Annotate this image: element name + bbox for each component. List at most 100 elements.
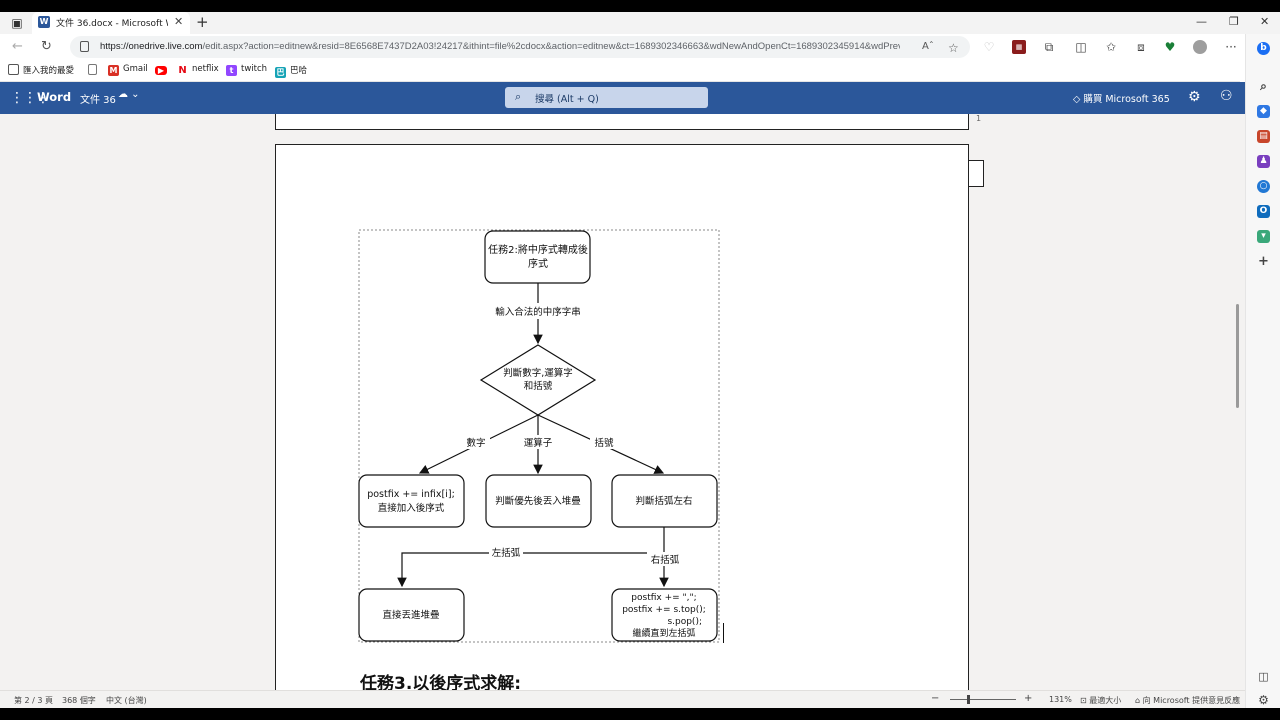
start-node[interactable]	[484, 230, 591, 284]
bookmark-page[interactable]	[88, 64, 101, 76]
flowchart[interactable]: 任務2:將中序式轉成後 序式 輸入合法的中序字串 判斷數字,運算字 和括號 數字…	[358, 229, 726, 649]
fit-icon: ⊡	[1080, 696, 1090, 705]
operator-box[interactable]	[485, 474, 592, 528]
zoom-slider-track[interactable]	[950, 699, 1016, 700]
document-name[interactable]: 文件 36	[80, 95, 116, 106]
games-icon[interactable]: ♟	[1257, 155, 1270, 168]
branch-paren-bg	[590, 435, 618, 449]
fit-button[interactable]: ⊡ 最適大小	[1080, 696, 1122, 705]
youtube-icon: ▶	[155, 66, 167, 75]
paren-box-label: 判斷括弧左右	[635, 495, 692, 507]
pop-box-line-1: postfix += ",";	[631, 593, 696, 603]
bookmark-import-favorites[interactable]: 匯入我的最愛	[8, 64, 74, 76]
app-launcher-icon[interactable]: ⋮⋮⋮	[10, 90, 50, 106]
search-icon[interactable]: ⌕	[1260, 79, 1267, 93]
outlook-icon[interactable]: O	[1257, 205, 1270, 218]
word-favicon-icon: W	[38, 16, 50, 28]
lock-icon[interactable]	[80, 41, 89, 52]
bahamut-icon: 巴	[275, 67, 286, 78]
push-box[interactable]	[358, 588, 465, 642]
search-placeholder: 搜尋 (Alt + Q)	[535, 94, 599, 105]
extension-badge-icon[interactable]: ▦	[1012, 40, 1026, 54]
zoom-in-button[interactable]: +	[1024, 693, 1033, 704]
minimize-icon[interactable]: —	[1196, 15, 1207, 28]
favorites-icon[interactable]: ✩	[1105, 40, 1117, 54]
url-text[interactable]: https://onedrive.live.com/edit.aspx?acti…	[100, 41, 900, 52]
extensions-icon[interactable]: ⧉	[1044, 40, 1054, 54]
microsoft-365-icon[interactable]: ○	[1257, 180, 1270, 193]
tab-actions-icon[interactable]: ▣	[11, 16, 23, 30]
url-host: https://onedrive.live.com	[100, 41, 203, 52]
new-tab-button[interactable]: +	[196, 13, 209, 31]
left-paren-label-bg	[489, 546, 523, 560]
language[interactable]: 中文 (台灣)	[106, 696, 147, 705]
number-box[interactable]	[358, 474, 465, 528]
search-icon: ⌕	[515, 90, 522, 103]
profile-avatar-icon[interactable]	[1193, 40, 1207, 54]
refresh-icon[interactable]: ↻	[41, 39, 52, 54]
favorite-star-icon[interactable]: ☆	[948, 41, 959, 55]
collections-icon[interactable]: ⧈	[1137, 40, 1145, 54]
feedback-icon: ⌂	[1135, 696, 1143, 705]
address-bar-row: ← ↻ https://onedrive.live.com/edit.aspx?…	[0, 34, 1280, 60]
task3-heading[interactable]: 任務3.以後序式求解:	[360, 674, 522, 694]
feedback-button[interactable]: ⌂ 向 Microsoft 提供意見反應	[1135, 696, 1241, 705]
cloud-sync-chevron-down-icon[interactable]: ☁ ⌄	[118, 89, 140, 100]
previous-page	[275, 114, 969, 130]
pop-box-line-3: s.pop();	[667, 617, 702, 627]
document-page[interactable]: 任務2:將中序式轉成後 序式 輸入合法的中序字串 判斷數字,運算字 和括號 數字…	[275, 144, 969, 694]
input-label: 輸入合法的中序字串	[495, 306, 581, 318]
branch-operator-bg	[520, 435, 556, 449]
document-canvas[interactable]: 1 任務2:將中序式轉成後 序式 輸入合法的中序字串	[0, 114, 1245, 694]
zoom-percent[interactable]: 131%	[1049, 695, 1072, 704]
tab-strip: ▣ W 文件 36.docx - Microsoft Word 線上版 ✕ + …	[0, 12, 1280, 34]
drawing-canvas-border	[358, 229, 720, 643]
pop-box[interactable]	[611, 588, 718, 642]
branch-number-label: 數字	[466, 437, 485, 449]
performance-icon[interactable]: ♡	[983, 40, 995, 54]
settings-gear-icon[interactable]: ⚙	[1188, 89, 1201, 105]
page-info[interactable]: 第 2 / 3 頁	[14, 696, 54, 705]
add-sidebar-app-icon[interactable]: +	[1258, 254, 1269, 269]
operator-box-label: 判斷優先後丟入堆疊	[495, 495, 581, 507]
sidebar-settings-gear-icon[interactable]: ⚙	[1258, 693, 1269, 707]
hide-sidebar-icon[interactable]: ◫	[1258, 670, 1269, 683]
bookmark-youtube[interactable]: ▶	[155, 64, 171, 75]
start-node-line-1: 任務2:將中序式轉成後	[488, 243, 588, 256]
tools-briefcase-icon[interactable]: ▤	[1257, 130, 1270, 143]
bing-chat-icon[interactable]: b	[1257, 42, 1270, 55]
account-person-icon[interactable]: ⚇	[1220, 88, 1233, 104]
buy-microsoft-365-button[interactable]: ◇ 購買 Microsoft 365	[1073, 94, 1170, 105]
more-menu-icon[interactable]: ···	[1225, 40, 1237, 54]
shopping-tag-icon[interactable]: ◆	[1257, 105, 1270, 118]
twitch-icon: t	[226, 65, 237, 76]
restore-icon[interactable]: ❐	[1229, 15, 1239, 28]
comment-box[interactable]	[968, 160, 984, 187]
read-aloud-icon[interactable]: Aˆ	[922, 41, 934, 52]
drop-icon[interactable]: ▾	[1257, 230, 1270, 243]
tab-title: 文件 36.docx - Microsoft Word 線上版	[56, 19, 168, 29]
zoom-slider-thumb[interactable]	[967, 695, 970, 704]
app-name[interactable]: Word	[37, 90, 72, 104]
word-count[interactable]: 368 個字	[62, 696, 96, 705]
browser-essentials-icon[interactable]: ♥	[1164, 40, 1176, 54]
back-arrow-icon[interactable]: ←	[12, 39, 23, 54]
bookmark-bahamut[interactable]: 巴巴哈	[275, 66, 308, 78]
search-input[interactable]: ⌕ 搜尋 (Alt + Q)	[505, 87, 708, 108]
vertical-scrollbar[interactable]	[1236, 304, 1239, 408]
tab-close-icon[interactable]: ✕	[174, 15, 184, 28]
page-marker: 1	[976, 114, 982, 123]
branch-operator-label: 運算子	[524, 437, 553, 449]
push-box-label: 直接丟進堆疊	[382, 609, 439, 621]
tab-word-document[interactable]: W 文件 36.docx - Microsoft Word 線上版 ✕	[32, 12, 190, 34]
decision-node[interactable]	[479, 344, 597, 416]
zoom-out-button[interactable]: −	[931, 693, 940, 704]
address-bar[interactable]: https://onedrive.live.com/edit.aspx?acti…	[70, 36, 970, 58]
window-close-icon[interactable]: ✕	[1260, 15, 1270, 28]
pop-box-line-2: postfix += s.top();	[622, 605, 706, 615]
decision-line-2: 和括號	[524, 380, 553, 392]
split-screen-icon[interactable]: ◫	[1075, 40, 1087, 54]
